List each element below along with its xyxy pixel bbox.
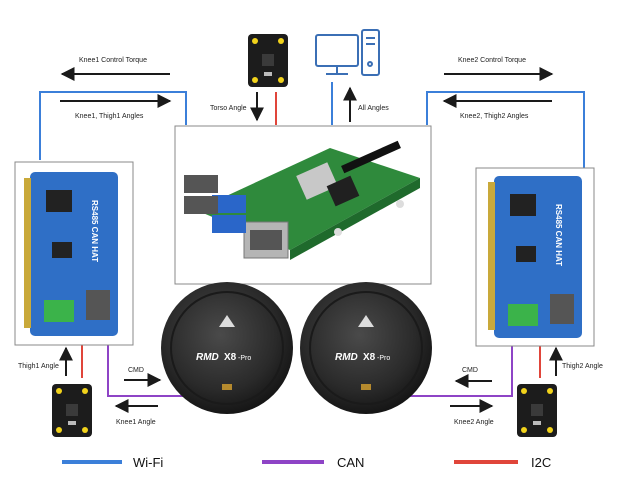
hat-right-label: RS485 CAN HAT	[554, 204, 563, 266]
label-cmd-left: CMD	[128, 367, 144, 374]
can-link-right	[410, 345, 513, 397]
label-knee1-thigh1-angles: Knee1, Thigh1 Angles	[75, 113, 144, 120]
label-knee2-angle: Knee2 Angle	[454, 419, 494, 426]
motor-right: RMD X8 -Pro	[300, 282, 432, 414]
can-hat-left: RS485 CAN HAT	[14, 161, 134, 346]
motor-left-model: X8	[224, 352, 237, 363]
motor-right-model: X8	[363, 352, 376, 363]
label-all-angles: All Angles	[358, 105, 389, 112]
wifi-link-left	[39, 91, 187, 160]
imu-sensor-torso-icon	[248, 34, 288, 87]
label-cmd-right: CMD	[462, 367, 478, 374]
imu-sensor-thigh2-icon	[517, 384, 557, 437]
motor-left-brand: RMD	[196, 352, 219, 363]
legend-can-label: CAN	[337, 455, 364, 470]
label-knee1-control-torque: Knee1 Control Torque	[79, 57, 147, 64]
label-knee2-thigh2-angles: Knee2, Thigh2 Angles	[460, 113, 529, 120]
raspberry-pi-board	[174, 125, 432, 285]
motor-right-suffix: -Pro	[377, 355, 390, 362]
hat-left-label: RS485 CAN HAT	[90, 200, 99, 262]
label-knee1-angle: Knee1 Angle	[116, 419, 156, 426]
imu-sensor-thigh1-icon	[52, 384, 92, 437]
label-knee2-control-torque: Knee2 Control Torque	[458, 57, 526, 64]
motor-left-suffix: -Pro	[238, 355, 251, 362]
label-torso-angle: Torso Angle	[210, 105, 247, 112]
can-link-left	[107, 345, 190, 397]
legend: Wi-Fi CAN I2C	[62, 455, 551, 470]
motor-left: RMD X8 -Pro	[161, 282, 293, 414]
motor-right-brand: RMD	[335, 352, 358, 363]
wifi-link-right	[426, 91, 585, 168]
label-thigh1-angle: Thigh1 Angle	[18, 363, 59, 370]
legend-i2c-label: I2C	[531, 455, 551, 470]
computer-icon	[315, 29, 380, 76]
label-thigh2-angle: Thigh2 Angle	[562, 363, 603, 370]
can-hat-right: RS485 CAN HAT	[475, 167, 595, 347]
legend-wifi-label: Wi-Fi	[133, 455, 163, 470]
